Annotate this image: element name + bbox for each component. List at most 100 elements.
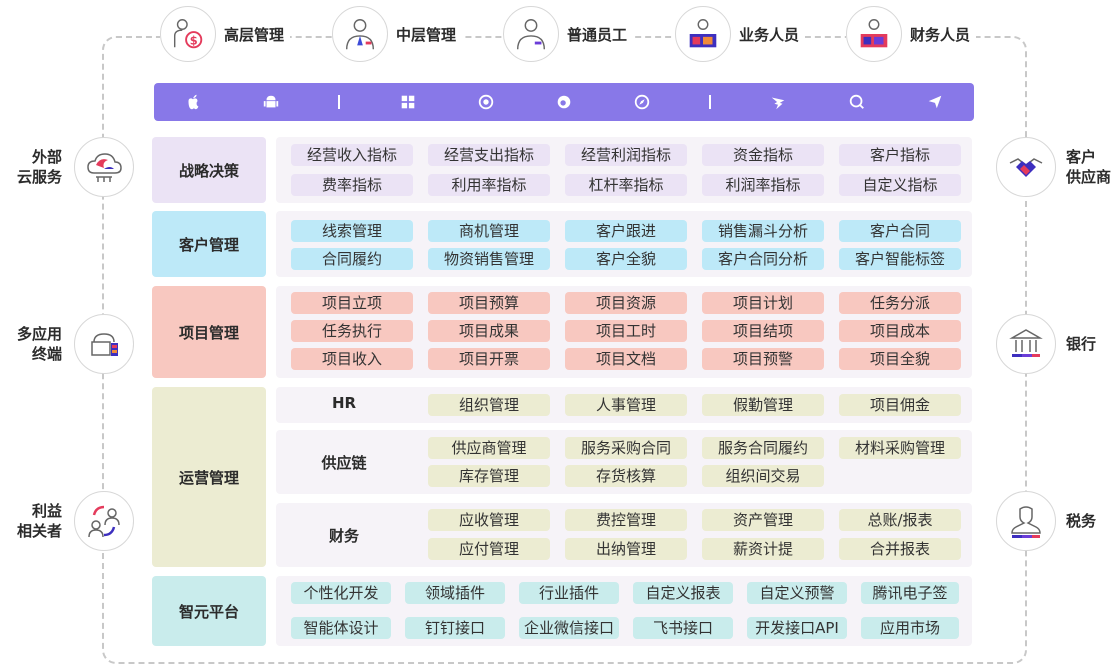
category-operations[interactable]: 运营管理	[152, 387, 266, 567]
supply-item[interactable]: 供应商管理	[428, 437, 550, 459]
android-icon[interactable]	[260, 91, 282, 113]
customer-item[interactable]: 合同履约	[291, 248, 413, 270]
platform-item[interactable]: 腾讯电子签	[861, 582, 959, 604]
tax[interactable]: 税务	[996, 491, 1096, 551]
project-item[interactable]: 项目预警	[702, 348, 824, 370]
project-item[interactable]: 项目成果	[428, 320, 550, 342]
bank[interactable]: 银行	[996, 314, 1096, 374]
customer-item[interactable]: 客户跟进	[565, 220, 687, 242]
platform-item[interactable]: 智能体设计	[291, 617, 391, 639]
platform-item[interactable]: 开发接口API	[747, 617, 847, 639]
project-item[interactable]: 项目立项	[291, 292, 413, 314]
platform-panel: 个性化开发 领域插件 行业插件 自定义报表 自定义预警 腾讯电子签 智能体设计 …	[276, 576, 972, 646]
strategy-item[interactable]: 资金指标	[702, 144, 824, 166]
customer-panel: 线索管理 商机管理 客户跟进 销售漏斗分析 客户合同 合同履约 物资销售管理 客…	[276, 211, 972, 277]
side-label: 多应用 终端	[16, 325, 62, 363]
chrome-icon[interactable]	[475, 91, 497, 113]
role-middle-management[interactable]: 中层管理	[332, 6, 463, 62]
role-label: 普通员工	[567, 25, 628, 44]
finance-item[interactable]: 费控管理	[565, 509, 687, 531]
project-item[interactable]: 项目工时	[565, 320, 687, 342]
project-item[interactable]: 项目预算	[428, 292, 550, 314]
finance-item[interactable]: 薪资计提	[702, 538, 824, 560]
platform-item[interactable]: 行业插件	[519, 582, 619, 604]
strategy-item[interactable]: 经营收入指标	[291, 144, 413, 166]
platform-item[interactable]: 个性化开发	[291, 582, 391, 604]
strategy-item[interactable]: 经营利润指标	[565, 144, 687, 166]
supply-item[interactable]: 存货核算	[565, 465, 687, 487]
customer-item[interactable]: 客户智能标签	[839, 248, 961, 270]
wechat-work-icon[interactable]	[846, 91, 868, 113]
platform-item[interactable]: 飞书接口	[633, 617, 733, 639]
role-regular-employee[interactable]: 普通员工	[503, 6, 634, 62]
apple-icon[interactable]	[182, 91, 204, 113]
strategy-item[interactable]: 费率指标	[291, 174, 413, 196]
stakeholders[interactable]: 利益 相关者	[10, 491, 134, 551]
multi-app-terminal[interactable]: 多应用 终端	[10, 314, 134, 374]
customer-item[interactable]: 客户合同	[839, 220, 961, 242]
project-item[interactable]: 项目成本	[839, 320, 961, 342]
supply-item[interactable]: 材料采购管理	[839, 437, 961, 459]
customer-item[interactable]: 物资销售管理	[428, 248, 550, 270]
feishu-icon[interactable]	[924, 91, 946, 113]
finance-item[interactable]: 资产管理	[702, 509, 824, 531]
hr-item[interactable]: 人事管理	[565, 394, 687, 416]
hr-item[interactable]: 假勤管理	[702, 394, 824, 416]
project-item[interactable]: 项目开票	[428, 348, 550, 370]
role-business-staff[interactable]: 业务人员	[675, 6, 806, 62]
external-cloud-service[interactable]: 外部 云服务	[10, 137, 134, 197]
category-project[interactable]: 项目管理	[152, 286, 266, 378]
platform-item[interactable]: 应用市场	[861, 617, 959, 639]
project-item[interactable]: 项目文档	[565, 348, 687, 370]
side-label: 客户 供应商	[1066, 148, 1112, 186]
supply-item[interactable]: 组织间交易	[702, 465, 824, 487]
role-finance-staff[interactable]: 财务人员	[846, 6, 977, 62]
category-platform[interactable]: 智元平台	[152, 576, 266, 646]
firefox-icon[interactable]	[553, 91, 575, 113]
project-item[interactable]: 任务执行	[291, 320, 413, 342]
project-item[interactable]: 项目资源	[565, 292, 687, 314]
customer-item[interactable]: 客户合同分析	[702, 248, 824, 270]
customer-supplier[interactable]: 客户 供应商	[996, 137, 1118, 197]
supply-item[interactable]: 库存管理	[428, 465, 550, 487]
platform-item[interactable]: 领域插件	[405, 582, 505, 604]
finance-item[interactable]: 应收管理	[428, 509, 550, 531]
strategy-item[interactable]: 杠杆率指标	[565, 174, 687, 196]
strategy-item[interactable]: 利用率指标	[428, 174, 550, 196]
strategy-item[interactable]: 自定义指标	[839, 174, 961, 196]
hr-panel: HR 组织管理 人事管理 假勤管理 项目佣金	[276, 387, 972, 423]
hr-item[interactable]: 组织管理	[428, 394, 550, 416]
finance-item[interactable]: 总账/报表	[839, 509, 961, 531]
platform-item[interactable]: 钉钉接口	[405, 617, 505, 639]
supply-item[interactable]: 服务采购合同	[565, 437, 687, 459]
finance-item[interactable]: 应付管理	[428, 538, 550, 560]
finance-person-icon	[846, 6, 902, 62]
project-item[interactable]: 项目计划	[702, 292, 824, 314]
platform-item[interactable]: 自定义预警	[747, 582, 847, 604]
strategy-item[interactable]: 经营支出指标	[428, 144, 550, 166]
handshake-icon	[996, 137, 1056, 197]
supply-item[interactable]: 服务合同履约	[702, 437, 824, 459]
platform-item[interactable]: 自定义报表	[633, 582, 733, 604]
customer-item[interactable]: 销售漏斗分析	[702, 220, 824, 242]
project-item[interactable]: 项目结项	[702, 320, 824, 342]
project-item[interactable]: 任务分派	[839, 292, 961, 314]
finance-item[interactable]: 合并报表	[839, 538, 961, 560]
finance-item[interactable]: 出纳管理	[565, 538, 687, 560]
strategy-item[interactable]: 客户指标	[839, 144, 961, 166]
customer-item[interactable]: 线索管理	[291, 220, 413, 242]
category-strategy[interactable]: 战略决策	[152, 137, 266, 203]
dingtalk-icon[interactable]	[767, 91, 789, 113]
customer-item[interactable]: 客户全貌	[565, 248, 687, 270]
platform-item[interactable]: 企业微信接口	[519, 617, 619, 639]
safari-icon[interactable]	[631, 91, 653, 113]
category-customer[interactable]: 客户管理	[152, 211, 266, 277]
role-senior-management[interactable]: $ 高层管理	[160, 6, 291, 62]
hr-item[interactable]: 项目佣金	[839, 394, 961, 416]
project-item[interactable]: 项目收入	[291, 348, 413, 370]
customer-item[interactable]: 商机管理	[428, 220, 550, 242]
strategy-item[interactable]: 利润率指标	[702, 174, 824, 196]
project-item[interactable]: 项目全貌	[839, 348, 961, 370]
windows-icon[interactable]	[397, 91, 419, 113]
side-label: 银行	[1066, 335, 1097, 353]
